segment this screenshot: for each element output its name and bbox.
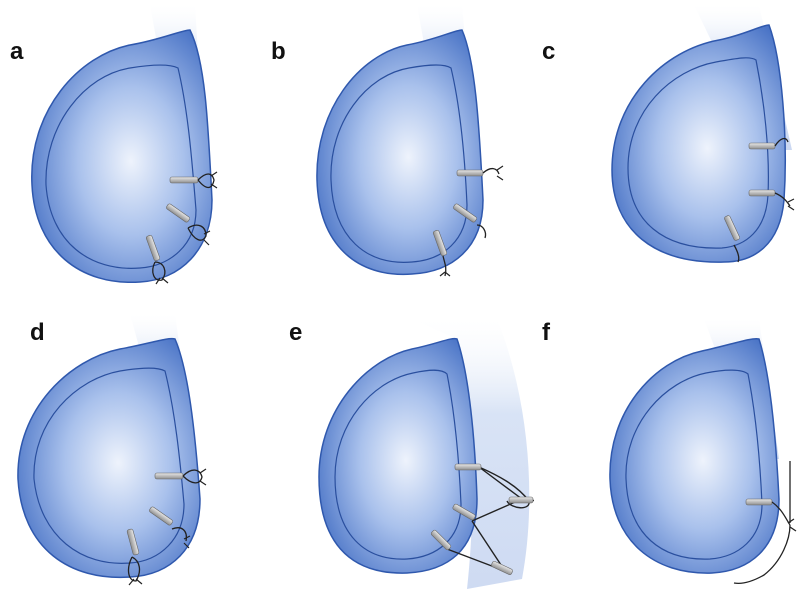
suture-anchor-icon — [746, 499, 772, 505]
suture-anchor-icon — [455, 464, 481, 470]
glenoid-shape-icon — [610, 339, 779, 573]
glenoid-illustration-a — [0, 0, 267, 299]
glenoid-illustration-c — [534, 0, 801, 299]
panel-f: f — [534, 299, 801, 598]
panel-c: c — [534, 0, 801, 299]
suture-anchor-icon — [509, 497, 533, 503]
glenoid-illustration-d — [0, 299, 267, 598]
panel-b: b — [267, 0, 534, 299]
panel-d: d — [0, 299, 267, 598]
glenoid-illustration-e — [267, 299, 534, 598]
glenoid-illustration-f — [534, 299, 801, 598]
glenoid-illustration-b — [267, 0, 534, 299]
glenoid-shape-icon — [319, 339, 477, 573]
panel-a: a — [0, 0, 267, 299]
panel-e: e — [267, 299, 534, 598]
